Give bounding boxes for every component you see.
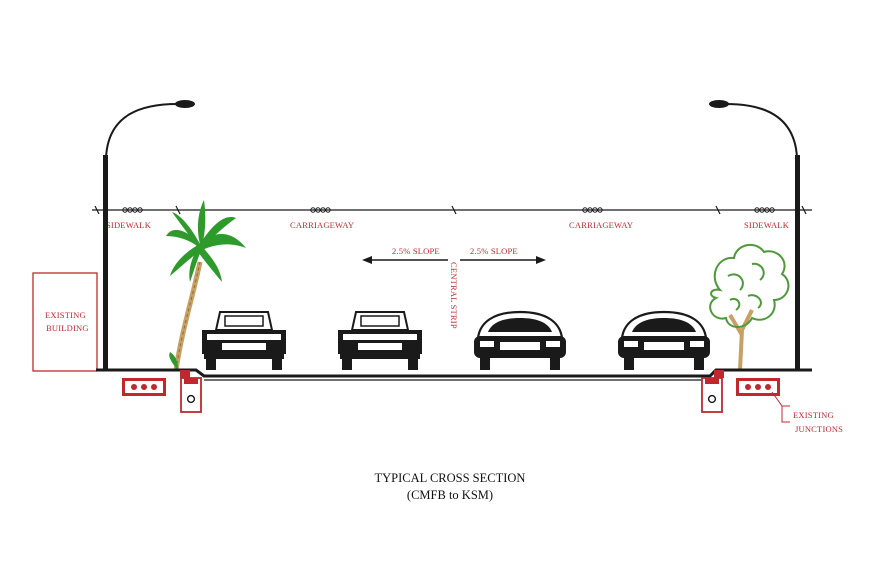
central-strip-label: CENTRAL STRIP: [449, 262, 459, 329]
sedan-car-icon: [618, 310, 710, 370]
slope-label-left: 2.5% SLOPE: [392, 246, 440, 256]
drain-icon: [180, 377, 202, 413]
palm-tree-icon: [166, 200, 246, 371]
tree-icon: [709, 243, 790, 371]
slope-label-right: 2.5% SLOPE: [470, 246, 518, 256]
curb-right: [714, 370, 724, 378]
utility-duct-icon: [736, 378, 780, 396]
drain-icon: [701, 377, 723, 413]
utility-duct-icon: [122, 378, 166, 396]
junctions-leader-line: [771, 391, 790, 423]
caption-title: TYPICAL CROSS SECTION: [375, 471, 526, 485]
existing-junctions-line2: JUNCTIONS: [795, 424, 843, 434]
pickup-truck-icon: [202, 311, 286, 370]
label-sidewalk-left: SIDEWALK: [106, 220, 152, 230]
existing-building-line1: EXISTING: [45, 310, 86, 320]
curb-left: [180, 370, 190, 378]
street-light-icon: [709, 100, 800, 370]
dimension-line: [92, 205, 812, 215]
label-carriageway-right: CARRIAGEWAY: [569, 220, 633, 230]
caption-subtitle: (CMFB to KSM): [407, 488, 493, 502]
sedan-car-icon: [474, 310, 566, 370]
slope-arrow-left: [362, 256, 448, 264]
street-light-icon: [103, 100, 195, 370]
existing-junctions-line1: EXISTING: [793, 410, 834, 420]
label-carriageway-left: CARRIAGEWAY: [290, 220, 354, 230]
slope-arrow-right: [460, 256, 546, 264]
label-sidewalk-right: SIDEWALK: [744, 220, 790, 230]
existing-building-line2: BUILDING: [46, 323, 89, 333]
pickup-truck-icon: [338, 311, 422, 370]
existing-building-box: [32, 272, 98, 372]
